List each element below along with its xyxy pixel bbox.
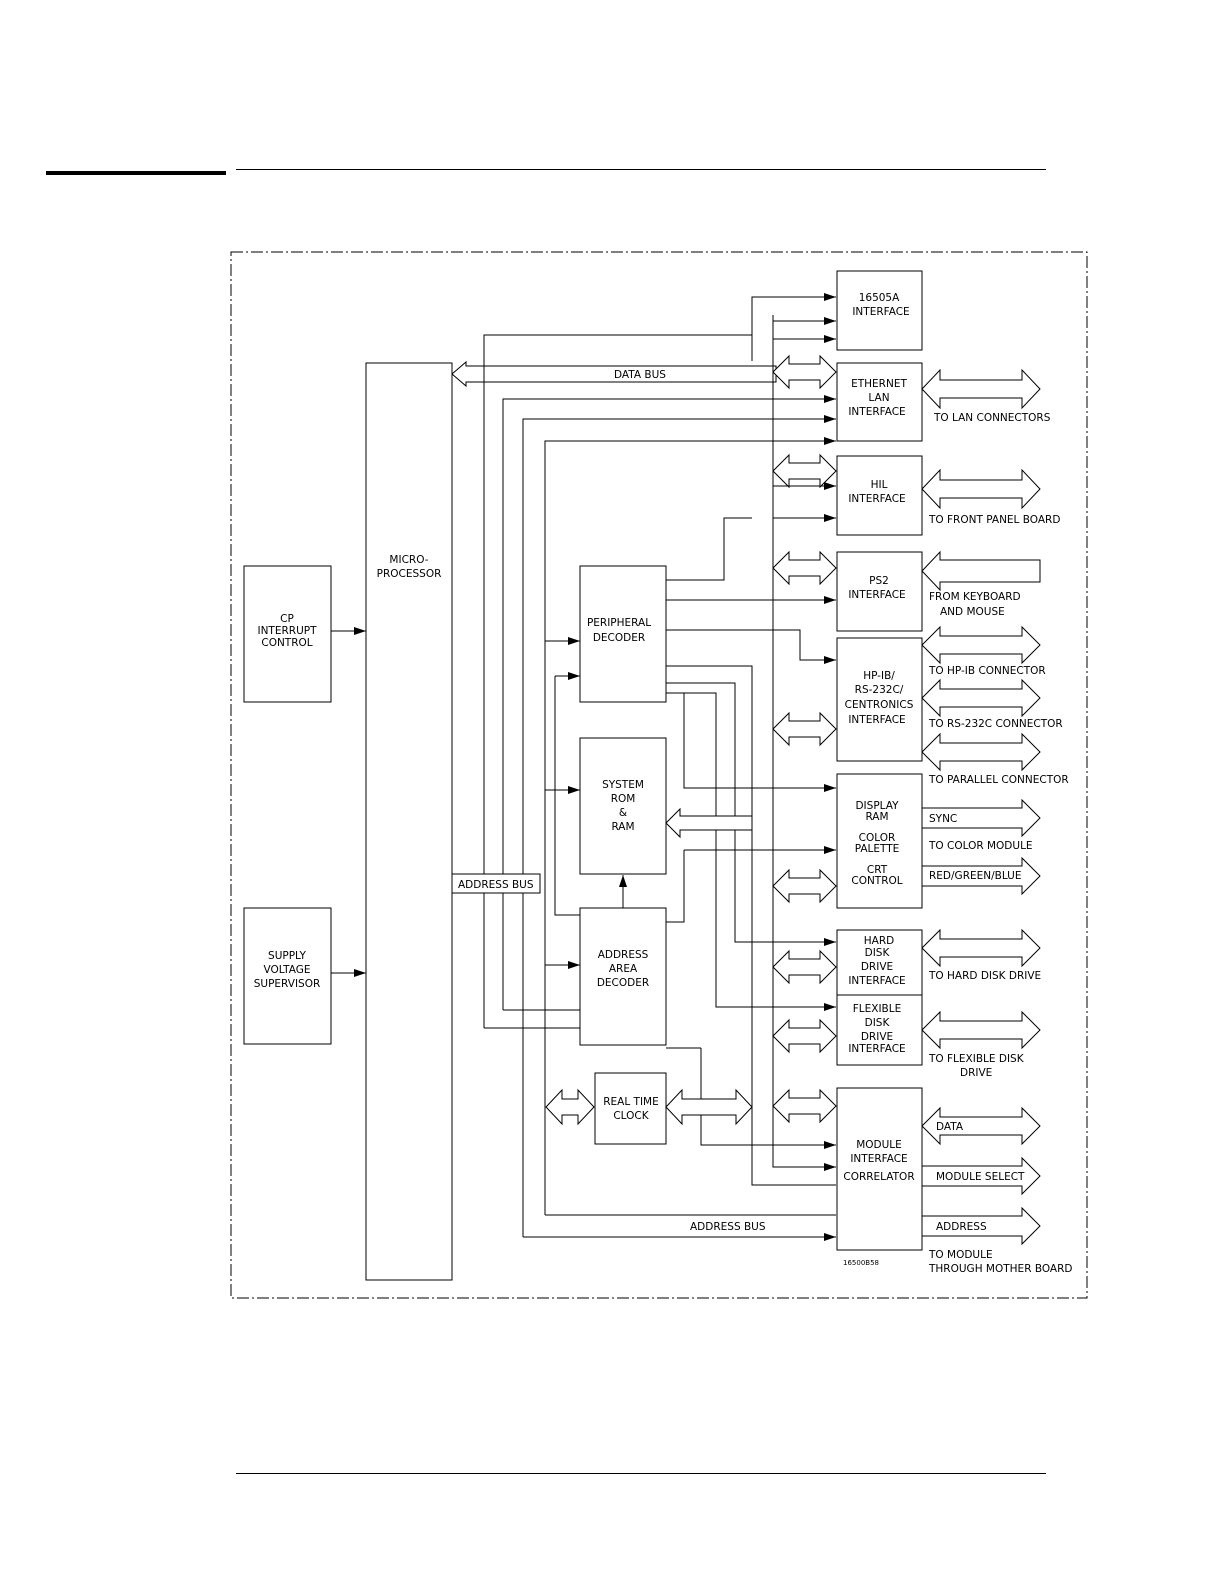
flexible-disk-label-3: DRIVE	[861, 1031, 893, 1043]
cp-interrupt-block	[243, 565, 332, 703]
address-bus-bottom-label: ADDRESS BUS	[690, 1221, 766, 1233]
flexible-disk-block	[836, 994, 923, 1066]
output-labels: TO LAN CONNECTORS TO FRONT PANEL BOARD F…	[928, 412, 1073, 1275]
ethernet-label-3: INTERFACE	[848, 406, 905, 418]
hpib-label-2: RS-232C/	[855, 684, 904, 696]
module-label-3: CORRELATOR	[843, 1171, 914, 1183]
cp-interrupt-label-1: CP	[280, 613, 294, 625]
hil-label-1: HIL	[871, 479, 888, 491]
flexible-disk-label-4: INTERFACE	[848, 1043, 905, 1055]
rtc-label-1: REAL TIME	[603, 1096, 659, 1108]
supply-voltage-label-3: SUPERVISOR	[254, 978, 321, 990]
data-bus-label: DATA BUS	[614, 369, 666, 381]
out-hard-disk-label: TO HARD DISK DRIVE	[928, 970, 1041, 982]
out-module-board-label-2: THROUGH MOTHER BOARD	[928, 1263, 1073, 1275]
hpib-label-4: INTERFACE	[848, 714, 905, 726]
ethernet-label-1: ETHERNET	[851, 378, 907, 390]
hard-disk-label-3: DRIVE	[861, 961, 893, 973]
display-label-6: CONTROL	[851, 875, 902, 887]
out-flexible-disk-label-2: DRIVE	[960, 1067, 992, 1079]
out-sync-label: SYNC	[929, 813, 957, 825]
out-module-board-label-1: TO MODULE	[928, 1249, 993, 1261]
real-time-clock-block	[594, 1072, 667, 1145]
microprocessor-block	[365, 362, 453, 1281]
system-rom-label-4: RAM	[611, 821, 634, 833]
out-address-label: ADDRESS	[936, 1221, 987, 1233]
hard-disk-label-1: HARD	[864, 935, 894, 947]
supply-voltage-block	[243, 907, 332, 1045]
out-parallel-label: TO PARALLEL CONNECTOR	[928, 774, 1069, 786]
ps2-label-1: PS2	[869, 575, 889, 587]
header-rule-thick	[46, 171, 226, 175]
address-bus-left-label: ADDRESS BUS	[458, 879, 534, 891]
interface-16505a-block	[836, 270, 923, 351]
output-arrows	[921, 368, 1041, 1246]
address-area-label-1: ADDRESS	[598, 949, 649, 961]
out-lan-label: TO LAN CONNECTORS	[933, 412, 1051, 424]
out-module-select-label: MODULE SELECT	[936, 1171, 1025, 1183]
display-label-1: DISPLAY	[855, 800, 899, 812]
interface-arrows	[772, 354, 837, 1124]
address-bus-label-box	[451, 873, 541, 894]
peripheral-decoder-block	[579, 565, 667, 703]
display-label-3: COLOR	[859, 832, 896, 844]
ps2-interface-block	[836, 551, 923, 632]
hard-disk-label-4: INTERFACE	[848, 975, 905, 987]
bus-labels: DATA BUS ADDRESS BUS ADDRESS BUS	[458, 369, 766, 1233]
module-label-1: MODULE	[856, 1139, 902, 1151]
out-keyboard-label-1: FROM KEYBOARD	[929, 591, 1021, 603]
header-rule	[236, 169, 1046, 170]
system-rom-ram-block	[579, 737, 667, 875]
out-hpib-label: TO HP-IB CONNECTOR	[928, 665, 1046, 677]
peripheral-decoder-label-1: PERIPHERAL	[587, 617, 651, 629]
system-rom-label-1: SYSTEM	[602, 779, 644, 791]
hil-label-2: INTERFACE	[848, 493, 905, 505]
system-rom-label-2: ROM	[611, 793, 636, 805]
supply-voltage-label-2: VOLTAGE	[263, 964, 310, 976]
out-rgb-label: RED/GREEN/BLUE	[929, 870, 1022, 882]
display-label-4: PALETTE	[855, 843, 900, 855]
block-labels: CP INTERRUPT CONTROL SUPPLY VOLTAGE SUPE…	[254, 292, 915, 1183]
interface-16505a-label-2: INTERFACE	[852, 306, 909, 318]
module-interface-block	[836, 1087, 923, 1251]
hard-disk-label-2: DISK	[865, 947, 891, 959]
hil-interface-block	[836, 455, 923, 536]
rtc-label-2: CLOCK	[613, 1110, 649, 1122]
microprocessor-label-1: MICRO-	[389, 554, 428, 566]
supply-voltage-label-1: SUPPLY	[268, 950, 306, 962]
address-area-decoder-block	[579, 907, 667, 1046]
module-label-2: INTERFACE	[850, 1153, 907, 1165]
diagram-frame	[230, 251, 1088, 1299]
cp-interrupt-label-2: INTERRUPT	[257, 625, 317, 637]
flexible-disk-label-1: FLEXIBLE	[853, 1003, 902, 1015]
out-color-module-label: TO COLOR MODULE	[928, 840, 1033, 852]
interface-16505a-label-1: 16505A	[859, 292, 900, 304]
cp-interrupt-label-3: CONTROL	[261, 637, 312, 649]
out-keyboard-label-2: AND MOUSE	[940, 606, 1005, 618]
ethernet-lan-block	[836, 362, 923, 442]
figure-id: 16500B58	[843, 1259, 879, 1267]
flexible-disk-label-2: DISK	[865, 1017, 891, 1029]
out-front-panel-label: TO FRONT PANEL BOARD	[928, 514, 1060, 526]
display-label-2: RAM	[865, 811, 888, 823]
out-flexible-disk-label-1: TO FLEXIBLE DISK	[928, 1053, 1025, 1065]
bus-wiring	[331, 293, 836, 1241]
display-label-5: CRT	[867, 864, 888, 876]
address-area-label-3: DECODER	[597, 977, 649, 989]
ethernet-label-2: LAN	[868, 392, 889, 404]
out-data-label: DATA	[936, 1121, 964, 1133]
hpib-label-1: HP-IB/	[863, 670, 895, 682]
ps2-label-2: INTERFACE	[848, 589, 905, 601]
footer-rule	[236, 1473, 1046, 1474]
peripheral-decoder-label-2: DECODER	[593, 632, 645, 644]
out-rs232-label: TO RS-232C CONNECTOR	[928, 718, 1063, 730]
display-ram-block	[836, 773, 923, 909]
hpib-label-3: CENTRONICS	[845, 699, 914, 711]
address-area-label-2: AREA	[609, 963, 638, 975]
system-rom-label-3: &	[619, 807, 627, 819]
hpib-rs232c-block	[836, 637, 923, 762]
microprocessor-label-2: PROCESSOR	[377, 568, 442, 580]
